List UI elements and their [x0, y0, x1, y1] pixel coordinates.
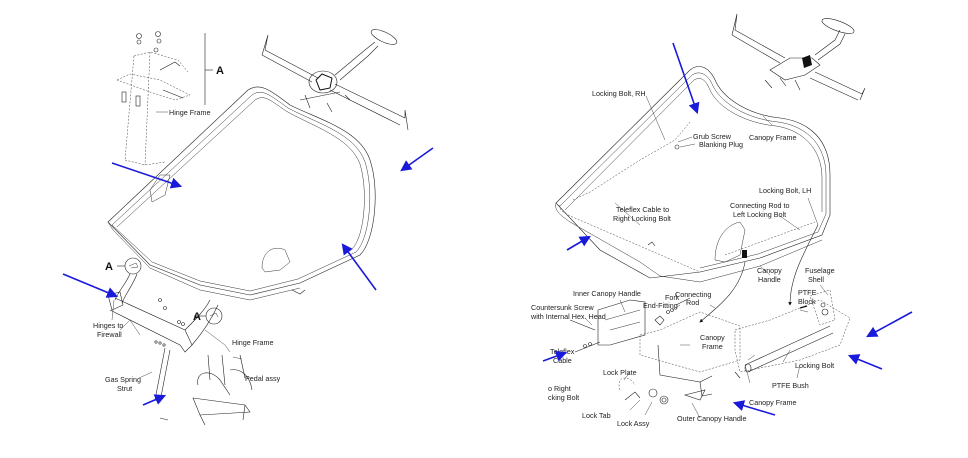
label-connecting-rod-left-2: Left Locking Bolt: [733, 210, 786, 219]
blue-arrow: [142, 394, 167, 406]
canopy-right: [555, 66, 831, 283]
label-canopy-frame-mid-2: Frame: [702, 342, 723, 351]
label-pedal-assy: Pedal assy: [245, 374, 281, 383]
label-fuselage-shell-2: Shell: [808, 275, 824, 284]
detail-a-hinge-bracket: A Hinge Frame: [116, 31, 224, 166]
label-gas-spring-2: Strut: [117, 384, 132, 393]
label-canopy-frame-top: Canopy Frame: [749, 133, 797, 142]
label-hinges-to-firewall-2: Firewall: [97, 330, 122, 339]
locking-mechanism-exploded: [569, 224, 851, 405]
label-connecting-rod-left-1: Connecting Rod to: [730, 201, 790, 210]
label-fork-1: Fork: [665, 293, 680, 302]
blue-arrow: [400, 147, 434, 172]
blue-arrow: [341, 243, 377, 291]
label-teleflex-cable-2: Cable: [553, 356, 572, 365]
label-ptfe-bush: PTFE Bush: [772, 381, 809, 390]
detail-marker-a-3: A: [193, 311, 201, 323]
label-teleflex-right-1: Teleflex Cable to: [616, 205, 669, 214]
aircraft-illustration-left: [261, 29, 409, 131]
detail-marker-a: A: [216, 65, 224, 77]
label-teleflex-right-2: Right Locking Bolt: [613, 214, 671, 223]
label-locking-bolt: Locking Bolt: [795, 361, 834, 370]
aircraft-illustration-right: [731, 13, 866, 101]
detail-marker-a-2: A: [105, 261, 113, 273]
label-connecting-rod-1: Connecting: [675, 290, 711, 299]
annotation-arrows-left: [62, 147, 434, 406]
label-gas-spring-1: Gas Spring: [105, 375, 141, 384]
label-lock-plate: Lock Plate: [603, 368, 637, 377]
canopy-left: [107, 86, 376, 301]
label-fuselage-shell-1: Fuselage: [805, 266, 835, 275]
label-to-right-1: o Right: [548, 384, 571, 393]
blue-arrow: [566, 235, 591, 251]
label-hinge-frame-bottom: Hinge Frame: [232, 338, 274, 347]
label-blanking-plug: Blanking Plug: [699, 140, 743, 149]
label-ptfe-block-1: PTFE: [798, 288, 817, 297]
label-canopy-frame-bottom: Canopy Frame: [749, 398, 797, 407]
label-canopy-frame-mid-1: Canopy: [700, 333, 725, 342]
blue-arrow: [542, 350, 568, 362]
blue-arrow: [111, 162, 183, 189]
label-canopy-handle-1: Canopy: [757, 266, 782, 275]
annotation-arrows-right: [542, 42, 913, 416]
right-panel: Locking Bolt, RH Grub Screw Blanking Plu…: [530, 13, 913, 428]
blue-arrow: [866, 311, 913, 338]
label-canopy-handle-2: Handle: [758, 275, 781, 284]
blue-arrow: [62, 273, 119, 298]
label-locking-bolt-lh: Locking Bolt, LH: [759, 186, 811, 195]
label-connecting-rod-2: Rod: [686, 298, 699, 307]
blue-arrow: [847, 354, 883, 370]
label-countersunk-2: with Internal Hex. Head: [530, 312, 606, 321]
label-locking-bolt-rh: Locking Bolt, RH: [592, 89, 646, 98]
hinge-frame-assembly: A A Hinges to Firewall Gas Sp: [93, 257, 281, 426]
label-hinge-frame-top: Hinge Frame: [169, 108, 211, 117]
blue-arrow: [672, 42, 700, 115]
label-to-right-2: cking Bolt: [548, 393, 579, 402]
label-lock-assy: Lock Assy: [617, 419, 650, 428]
label-grub-screw: Grub Screw: [693, 132, 732, 141]
label-ptfe-block-2: Block: [798, 297, 816, 306]
label-countersunk-1: Countersunk Screw: [531, 303, 595, 312]
blue-arrow: [732, 400, 776, 416]
label-fork-2: End-Fitting: [643, 301, 678, 310]
label-inner-canopy-handle: Inner Canopy Handle: [573, 289, 641, 298]
label-lock-tab: Lock Tab: [582, 411, 611, 420]
label-hinges-to-firewall-1: Hinges to: [93, 321, 123, 330]
leader-lines-right: [584, 95, 829, 419]
label-outer-canopy-handle: Outer Canopy Handle: [677, 414, 747, 423]
left-panel: A Hinge Frame: [62, 29, 434, 426]
